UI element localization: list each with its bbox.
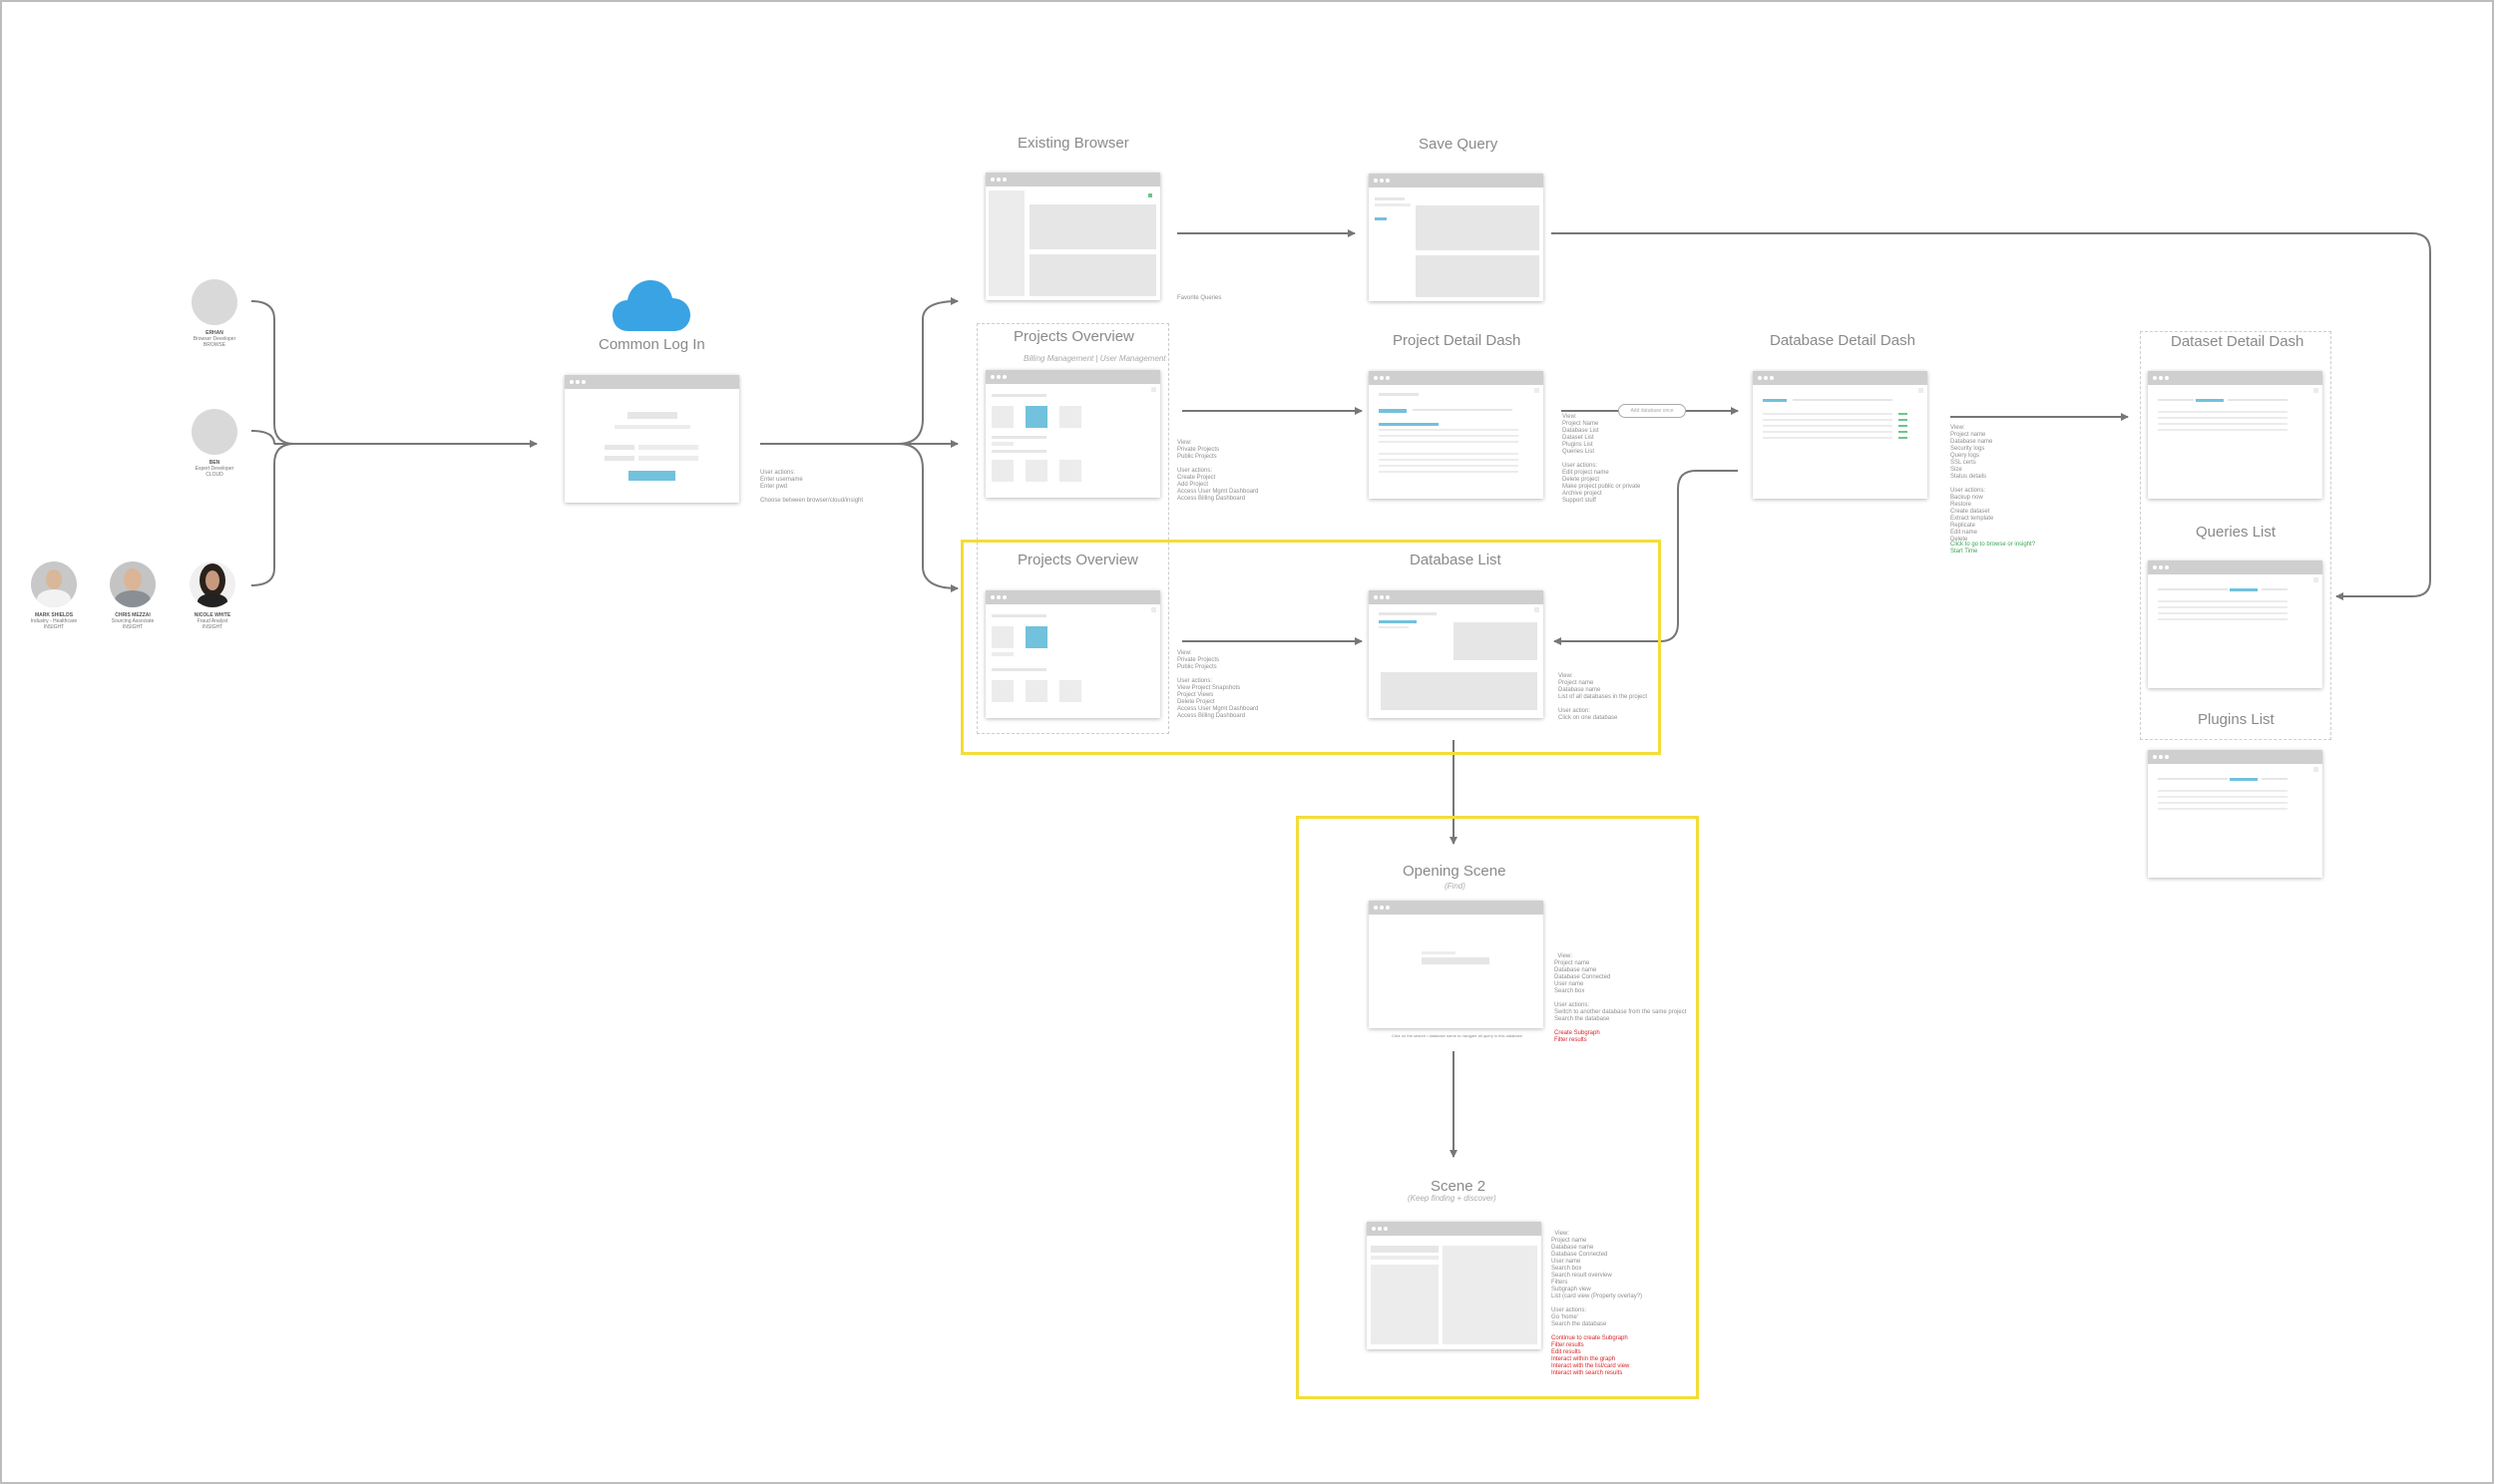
persona-connector bbox=[251, 444, 294, 585]
opening-scene-view-notes: View: Project name Database name Databas… bbox=[1554, 953, 1686, 1022]
projects-top-notes: View: Private Projects Public Projects U… bbox=[1177, 440, 1258, 503]
dataset-detail-dash-thumbnail[interactable] bbox=[2148, 371, 2322, 499]
scene-2-thumbnail[interactable] bbox=[1367, 1222, 1541, 1349]
opening-scene-red-notes: Create Subgraph Filter results bbox=[1554, 1030, 1686, 1044]
persona-team: INSIGHT bbox=[14, 624, 94, 630]
persona-mark: MARK SHIELDS Industry - Healthcare INSIG… bbox=[14, 561, 94, 630]
screen-title-existing-browser: Existing Browser bbox=[1018, 135, 1129, 152]
opening-scene-notes: View: Project name Database name Databas… bbox=[1554, 946, 1686, 1051]
green-note: Click to go to browse or insight? Start … bbox=[1950, 542, 2035, 555]
persona-connector bbox=[251, 431, 274, 444]
save-query-thumbnail[interactable] bbox=[1369, 174, 1543, 301]
scene-2-subtitle: (Keep finding + discover) bbox=[1408, 1194, 1496, 1203]
screen-title-database-list: Database List bbox=[1410, 552, 1501, 568]
avatar-placeholder bbox=[192, 409, 237, 455]
persona-team: INSIGHT bbox=[93, 624, 173, 630]
persona-nicole: NICOLE WHITE Fraud Analyst INSIGHT bbox=[173, 561, 252, 630]
opening-scene-subtitle: (Find) bbox=[1445, 882, 1465, 891]
database-detail-notes: View: Project name Database name Securit… bbox=[1950, 425, 1993, 544]
opening-scene-thumbnail[interactable] bbox=[1369, 901, 1543, 1028]
persona-chris: CHRIS MEZZAI Sourcing Associate INSIGHT bbox=[93, 561, 173, 630]
avatar-placeholder bbox=[192, 279, 237, 325]
project-detail-notes: View: Project Name Database List Dataset… bbox=[1562, 414, 1640, 505]
avatar bbox=[190, 561, 235, 607]
add-database-pill: Add database once bbox=[1618, 404, 1686, 418]
plugins-list-thumbnail[interactable] bbox=[2148, 750, 2322, 878]
avatar bbox=[31, 561, 77, 607]
scene-2-red-notes: Continue to create Subgraph Filter resul… bbox=[1551, 1335, 1642, 1377]
arrow-to-projects-bottom bbox=[898, 444, 958, 588]
screen-title-opening-scene: Opening Scene bbox=[1403, 863, 1505, 880]
screen-title-plugins-list: Plugins List bbox=[2198, 711, 2275, 728]
projects-overview-bottom-thumbnail[interactable] bbox=[986, 590, 1160, 718]
screen-title-queries-list: Queries List bbox=[2196, 524, 2276, 541]
queries-list-thumbnail[interactable] bbox=[2148, 560, 2322, 688]
arrow-to-existing-browser bbox=[898, 301, 958, 444]
database-list-thumbnail[interactable] bbox=[1369, 590, 1543, 718]
favorite-queries-note: Favorite Queries bbox=[1177, 295, 1221, 302]
screen-title-scene-2: Scene 2 bbox=[1431, 1178, 1485, 1195]
database-list-notes: View: Project name Database name List of… bbox=[1558, 673, 1647, 722]
persona-team: CLOUD bbox=[175, 472, 254, 478]
persona-team: BROWSE bbox=[175, 342, 254, 348]
project-detail-dash-thumbnail[interactable] bbox=[1369, 371, 1543, 499]
login-screen-thumbnail[interactable] bbox=[565, 375, 739, 503]
persona-connector bbox=[251, 301, 294, 444]
scene-2-notes: View: Project name Database name Databas… bbox=[1551, 1224, 1642, 1384]
screen-title-project-detail-dash: Project Detail Dash bbox=[1393, 332, 1520, 349]
projects-overview-thumbnail[interactable] bbox=[986, 370, 1160, 498]
existing-browser-thumbnail[interactable] bbox=[986, 173, 1160, 300]
cloud-icon bbox=[613, 277, 690, 333]
screen-title-save-query: Save Query bbox=[1419, 136, 1497, 153]
screen-title-dataset-detail-dash: Dataset Detail Dash bbox=[2171, 333, 2303, 350]
screen-title-database-detail-dash: Database Detail Dash bbox=[1770, 332, 1915, 349]
screen-title-projects-overview: Projects Overview bbox=[1014, 328, 1134, 345]
database-detail-green-notes: Click to go to browse or insight? Start … bbox=[1950, 542, 2035, 556]
screen-title-projects-overview-bottom: Projects Overview bbox=[1018, 552, 1138, 568]
login-notes: User actions: Enter username Enter pwd C… bbox=[760, 470, 863, 505]
persona-ben: BEN Expert Developer CLOUD bbox=[175, 409, 254, 478]
scene-2-view-notes: View: Project name Database name Databas… bbox=[1551, 1231, 1642, 1327]
persona-team: INSIGHT bbox=[173, 624, 252, 630]
database-detail-dash-thumbnail[interactable] bbox=[1753, 371, 1927, 499]
persona-erhan: ERHAN Browser Developer BROWSE bbox=[175, 279, 254, 348]
screen-title-common-login: Common Log In bbox=[599, 336, 705, 353]
avatar bbox=[110, 561, 156, 607]
projects-overview-subtitle: Billing Management | User Management bbox=[1024, 354, 1166, 363]
projects-bottom-notes: View: Private Projects Public Projects U… bbox=[1177, 650, 1258, 720]
opening-scene-caption: Click on the search / database name to n… bbox=[1392, 1032, 1522, 1039]
